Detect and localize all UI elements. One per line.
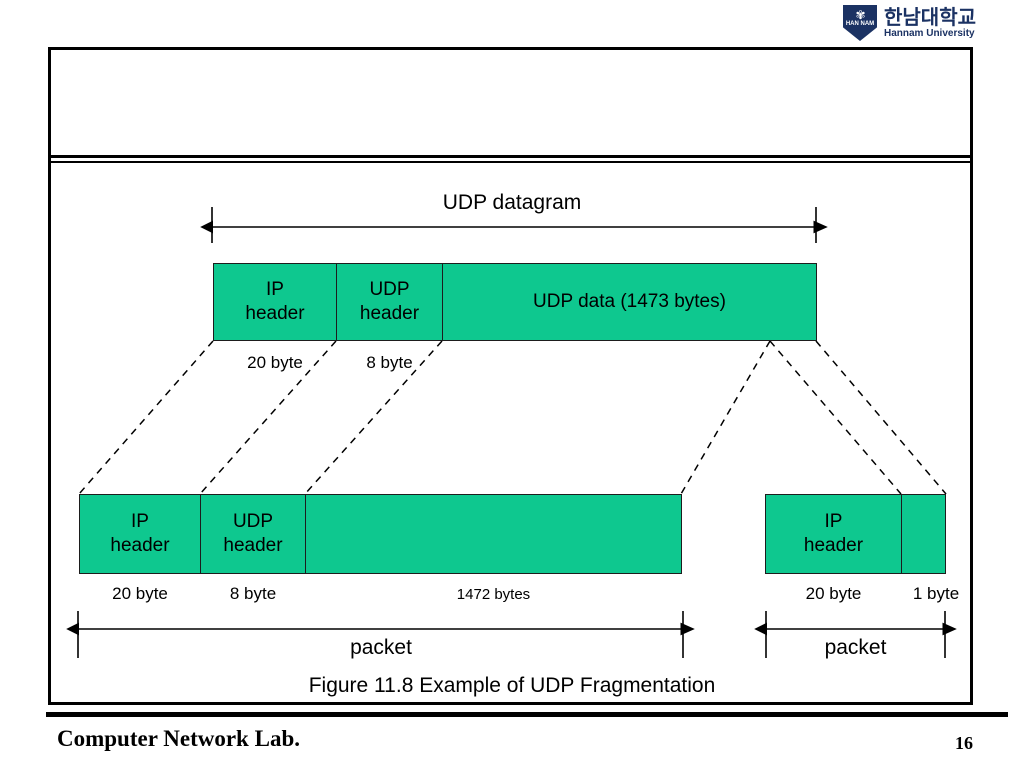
packet-two-ip-header-line2: header bbox=[803, 535, 864, 556]
datagram-ip-header-line2: header bbox=[245, 303, 305, 324]
packet-two-ip-header-line1: IP bbox=[824, 511, 843, 532]
datagram-ip-header-line1: IP bbox=[266, 279, 284, 300]
footer-title: Computer Network Lab. bbox=[57, 726, 300, 751]
packet-one-ip-header-block: IP header bbox=[79, 494, 201, 574]
packet-one-data-size: 1472 bytes bbox=[456, 586, 531, 603]
logo-korean-name: 한남대학교 bbox=[884, 5, 976, 29]
datagram-udp-header-line1: UDP bbox=[369, 279, 410, 300]
packet-one-span-label: packet bbox=[350, 636, 412, 659]
packet-one-udp-header-line2: header bbox=[223, 535, 283, 556]
packet-two-ip-header-block: IP header bbox=[765, 494, 902, 574]
udp-datagram-label: UDP datagram bbox=[442, 191, 582, 214]
packet-one-data-block bbox=[305, 494, 682, 574]
packet-two-data-block bbox=[901, 494, 946, 574]
footer-divider bbox=[46, 712, 1008, 717]
page-number: 16 bbox=[955, 733, 973, 753]
logo-text: 한남대학교 Hannam University bbox=[884, 7, 976, 39]
datagram-udp-header-size: 8 byte bbox=[366, 353, 413, 372]
packet-one-ip-header-size: 20 byte bbox=[112, 584, 168, 603]
packet-one-ip-header-line2: header bbox=[110, 535, 170, 556]
figure-caption: Figure 11.8 Example of UDP Fragmentation bbox=[308, 674, 716, 697]
slide-frame bbox=[48, 47, 973, 705]
university-logo: ✾ HAN NAM 한남대학교 Hannam University bbox=[843, 4, 1021, 42]
slide-title-placeholder[interactable] bbox=[51, 50, 970, 153]
logo-mark-initials: HAN NAM bbox=[845, 21, 875, 27]
packet-two-span-label: packet bbox=[824, 636, 887, 659]
datagram-udp-data-label: UDP data (1473 bytes) bbox=[533, 291, 726, 312]
datagram-udp-header-line2: header bbox=[359, 303, 420, 324]
packet-one-ip-header-line1: IP bbox=[131, 511, 149, 532]
packet-one-udp-header-block: UDP header bbox=[200, 494, 306, 574]
datagram-udp-header-block: UDP header bbox=[336, 263, 443, 341]
logo-english-name: Hannam University bbox=[884, 28, 975, 39]
hannam-shield-icon: ✾ HAN NAM bbox=[843, 5, 877, 41]
packet-two-ip-header-size: 20 byte bbox=[805, 584, 862, 603]
datagram-ip-header-block: IP header bbox=[213, 263, 337, 341]
datagram-ip-header-size: 20 byte bbox=[247, 353, 303, 372]
title-divider bbox=[51, 155, 970, 163]
packet-two-data-size: 1 byte bbox=[912, 584, 960, 603]
flower-glyph: ✾ bbox=[855, 8, 865, 22]
packet-one-udp-header-line1: UDP bbox=[232, 511, 274, 532]
datagram-udp-data-block: UDP data (1473 bytes) bbox=[442, 263, 817, 341]
packet-one-udp-header-size: 8 byte bbox=[229, 584, 277, 603]
